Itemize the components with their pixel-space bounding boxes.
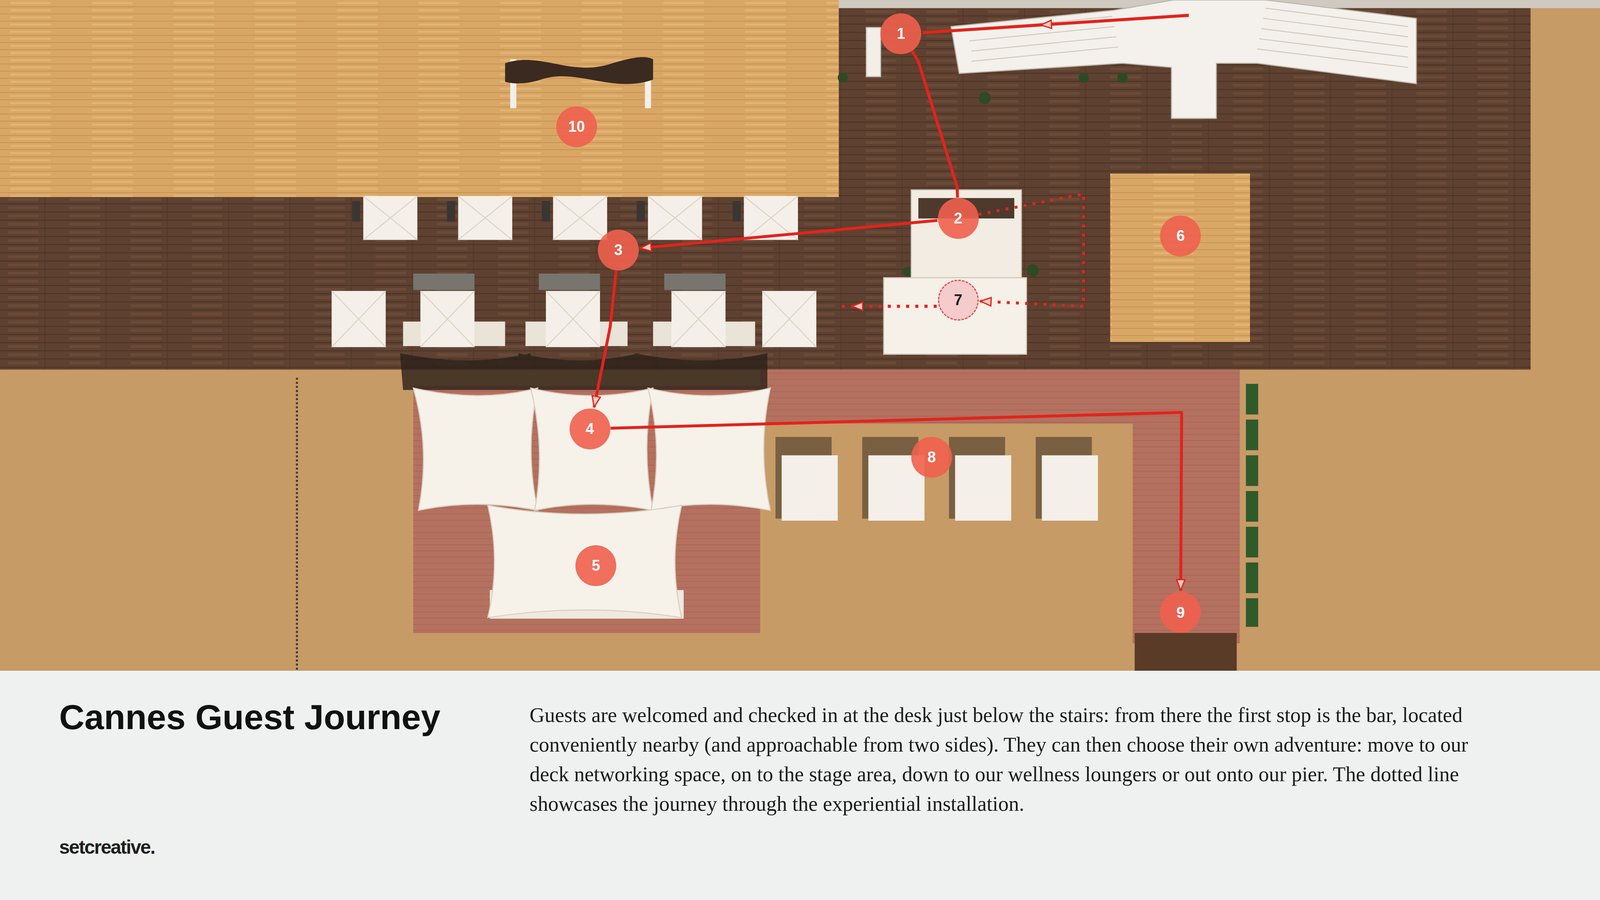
- caption-text: Guests are welcomed and checked in at th…: [529, 702, 1469, 815]
- bar-counter: [911, 190, 1022, 278]
- hedge: [1245, 383, 1258, 415]
- chair: [447, 200, 456, 222]
- chair: [636, 200, 645, 222]
- stage-floor: [0, 0, 839, 198]
- callout-circle: 6: [1160, 215, 1201, 257]
- networking-platform: [1110, 173, 1250, 342]
- planter: [664, 273, 726, 290]
- umbrella-ribs: [331, 290, 817, 348]
- hedge-row: [1245, 383, 1258, 627]
- chair: [352, 200, 361, 222]
- lounger-umbrella: [1041, 455, 1098, 521]
- site-plan: [0, 0, 1600, 671]
- dotted-route-tail: [838, 304, 937, 308]
- sail: [487, 505, 682, 618]
- callout-number: 3: [614, 241, 623, 259]
- dotted-route: [978, 193, 1084, 306]
- sand-ground: [0, 0, 1600, 671]
- rope-fence: [295, 377, 298, 671]
- entry-route: [922, 15, 1189, 33]
- brand-label: setcreative.: [59, 835, 155, 858]
- sail-shadow: [400, 352, 768, 390]
- callout-number: 7: [954, 291, 963, 309]
- hedge: [1245, 597, 1258, 627]
- lounger-umbrella: [955, 455, 1012, 521]
- wellness-loungers: [775, 436, 1098, 521]
- hedge: [1245, 455, 1258, 486]
- title-text: Cannes Guest Journey: [59, 697, 441, 737]
- shade-sails: [400, 352, 771, 619]
- guest-route: [594, 270, 617, 408]
- brick-path: [413, 369, 1240, 643]
- check-in-desk: [866, 27, 881, 77]
- callout-number: 9: [1176, 604, 1185, 621]
- stage: [505, 57, 653, 109]
- pier: [1134, 632, 1237, 671]
- callout-number: 6: [1176, 227, 1185, 245]
- umbrella-ribs: [363, 195, 798, 240]
- callout-circle: 5: [575, 545, 617, 586]
- callout-circle: 10: [556, 106, 598, 148]
- callout-circle: 1: [880, 13, 922, 55]
- guest-route: [640, 220, 938, 248]
- stair-structure: [950, 0, 1417, 119]
- sail: [647, 387, 771, 511]
- hedge: [1245, 419, 1258, 450]
- entrance-stairs: [950, 0, 1417, 119]
- sail: [413, 387, 538, 511]
- callout-number: 4: [585, 420, 594, 438]
- planter: [538, 273, 600, 290]
- callout-number: 8: [927, 448, 936, 466]
- caption: Guests are welcomed and checked in at th…: [529, 700, 1484, 819]
- callout-circle: 9: [1160, 591, 1201, 633]
- callout-number: 5: [591, 557, 600, 574]
- hedge: [1245, 490, 1258, 522]
- callout-circle: 8: [911, 436, 953, 478]
- callout-number: 10: [568, 118, 585, 135]
- lounge-row: [331, 273, 817, 347]
- title: Cannes Guest Journey: [59, 696, 441, 738]
- stage-screen: [505, 57, 653, 85]
- label-text: setcreative.: [59, 835, 155, 858]
- plant: [1117, 72, 1128, 83]
- chair: [732, 200, 741, 222]
- plant: [978, 91, 991, 104]
- chair: [541, 200, 550, 222]
- guest-route: [610, 412, 1182, 590]
- callout-number: 1: [896, 25, 905, 43]
- plant: [837, 72, 848, 83]
- hedge: [1245, 562, 1258, 593]
- callout-circle: 7: [937, 279, 979, 321]
- installation-block: [883, 277, 1027, 355]
- callout-circle: 4: [569, 408, 611, 450]
- sail: [530, 387, 653, 511]
- plant: [1078, 72, 1089, 83]
- entry-arrow: [1040, 15, 1189, 25]
- callout-circle: 3: [597, 229, 639, 271]
- callout-circle: 2: [937, 197, 979, 239]
- dotted-route-arrow: [852, 305, 919, 307]
- lounger-umbrella: [781, 455, 838, 521]
- callout-number: 2: [954, 210, 963, 227]
- cabana-row: [352, 195, 798, 240]
- stair-treads: [969, 8, 1409, 68]
- plant: [1026, 264, 1039, 277]
- planter: [413, 273, 475, 290]
- guest-route: [912, 51, 958, 198]
- hedge: [1245, 526, 1258, 558]
